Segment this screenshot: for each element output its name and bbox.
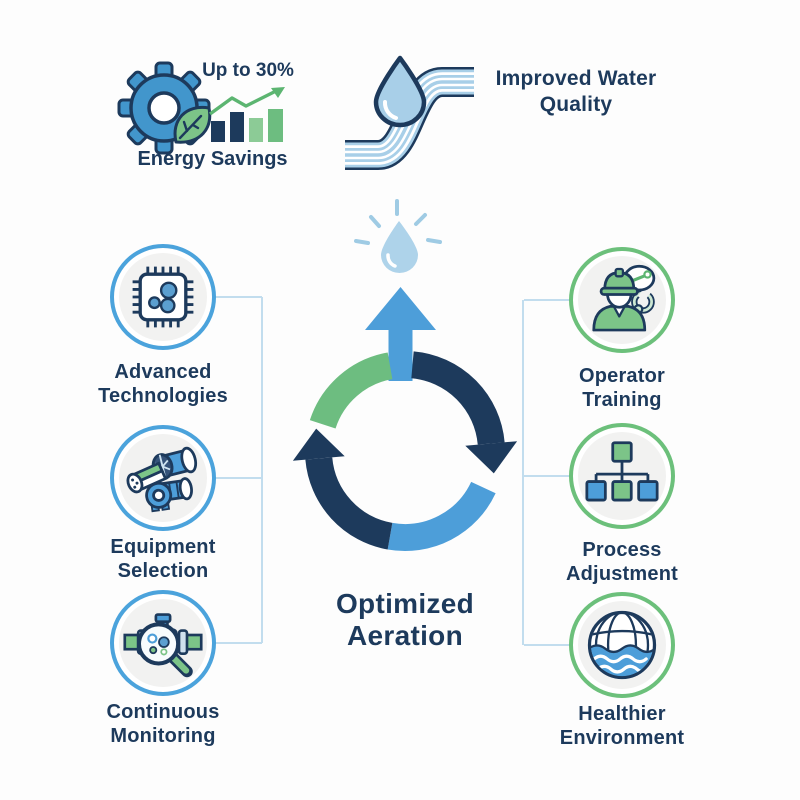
connector-line-left-vertical <box>261 297 263 643</box>
sparkle-rays <box>354 199 442 245</box>
water-drop-pipe-icon <box>338 50 478 180</box>
connector-line-left-2 <box>215 477 262 479</box>
factor-label-operator-training: Operator Training <box>578 365 666 412</box>
water-quality-label: Improved Water Quality <box>495 67 657 116</box>
globe-water-icon <box>587 610 657 680</box>
factor-badge-healthier-environment <box>569 592 675 698</box>
bar-chart-trend-icon <box>206 86 301 146</box>
pipe-magnifier-icon <box>123 613 203 678</box>
energy-savings-stat: Up to 30% <box>202 60 294 81</box>
factor-label-equipment-selection: Equipment Selection <box>110 536 216 583</box>
connector-line-left-1 <box>215 296 262 298</box>
center-title: Optimized Aeration <box>335 588 475 652</box>
connector-line-right-vertical <box>522 300 524 645</box>
connector-line-left-3 <box>215 642 262 644</box>
gear-leaf-icon <box>112 58 222 158</box>
connector-line-right-3 <box>524 644 570 646</box>
factor-badge-advanced-technologies <box>110 244 216 350</box>
aeration-equipment-icon <box>126 446 198 513</box>
microchip-icon <box>132 266 194 328</box>
factor-label-advanced-technologies: Advanced Technologies <box>98 361 228 408</box>
connector-line-right-1 <box>524 299 570 301</box>
flowchart-icon <box>585 441 659 502</box>
factor-label-process-adjustment: Process Adjustment <box>566 539 678 586</box>
factor-badge-operator-training <box>569 247 675 353</box>
circular-arrows-cycle-icon <box>255 195 555 565</box>
operator-wrench-icon <box>592 264 656 332</box>
factor-label-continuous-monitoring: Continuous Monitoring <box>106 701 220 748</box>
energy-savings-label: Energy Savings <box>137 148 288 170</box>
factor-badge-process-adjustment <box>569 423 675 529</box>
factor-badge-equipment-selection <box>110 425 216 531</box>
factor-label-healthier-environment: Healthier Environment <box>559 703 685 750</box>
factor-badge-continuous-monitoring <box>110 590 216 696</box>
connector-line-right-2 <box>524 475 570 477</box>
